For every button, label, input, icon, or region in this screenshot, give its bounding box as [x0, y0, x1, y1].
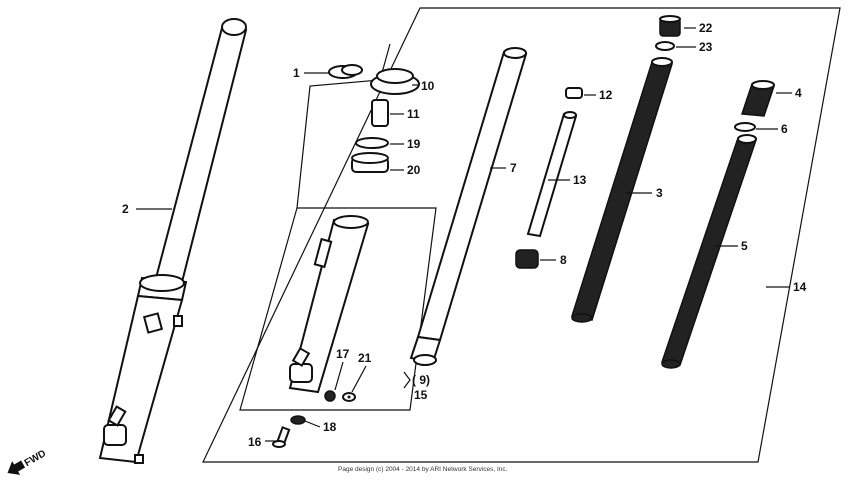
label-part-14: 14 [793, 280, 807, 294]
collar-part-4 [740, 80, 776, 117]
label-part-11: 11 [407, 107, 420, 121]
label-part-3: 3 [656, 186, 663, 200]
label-part-20: 20 [407, 163, 421, 177]
label-part-5: 5 [741, 239, 748, 253]
label-part-6: 6 [781, 122, 788, 136]
fwd-arrow-icon [7, 460, 26, 475]
label-part-9: ( 9) [412, 373, 430, 387]
label-part-17: 17 [336, 347, 350, 361]
piece-part-8 [515, 249, 539, 269]
label-part-2: 2 [122, 202, 129, 216]
label-part-16: 16 [248, 435, 262, 449]
bolt-part-17 [324, 390, 336, 402]
damper-rod-part-13 [526, 111, 578, 238]
cap-part-22 [659, 15, 681, 37]
label-part-8: 8 [560, 253, 567, 267]
footer-credit: Page design (c) 2004 - 2014 by ARI Netwo… [338, 466, 508, 473]
spring-part-3 [571, 57, 673, 323]
bushing-part-11 [371, 99, 389, 127]
leader-bracket-10 [296, 43, 391, 209]
bushing-part-20 [351, 152, 389, 173]
assembly-frame-14 [202, 7, 841, 463]
label-part-19: 19 [407, 137, 421, 151]
fork-leg-part-2 [98, 18, 248, 464]
seal-part-10 [370, 68, 420, 95]
label-part-22: 22 [699, 21, 713, 35]
label-part-4: 4 [795, 86, 802, 100]
assembly-frame-15 [239, 207, 437, 411]
label-part-7: 7 [510, 161, 517, 175]
leader-lines [136, 27, 792, 442]
label-part-23: 23 [699, 40, 713, 54]
label-part-18: 18 [323, 420, 337, 434]
fwd-indicator: FWD [7, 448, 48, 475]
ring-part-19 [355, 137, 389, 149]
label-part-15: 15 [414, 388, 428, 402]
bolt-part-16 [272, 426, 291, 448]
label-part-10: 10 [421, 79, 435, 93]
slider-part-15 [288, 215, 370, 394]
oring-part-23 [655, 41, 675, 51]
washer-part-21 [342, 392, 356, 402]
nut-part-12 [565, 87, 583, 99]
label-part-1: 1 [293, 66, 300, 80]
clip-part-1-inner [341, 64, 363, 76]
label-part-12: 12 [599, 88, 613, 102]
label-part-13: 13 [573, 173, 587, 187]
fork-tube-part-7 [409, 47, 528, 366]
fwd-label: FWD [23, 448, 48, 469]
label-part-21: 21 [358, 351, 372, 365]
spring-part-5 [661, 134, 758, 369]
gasket-part-18 [290, 415, 306, 425]
washer-part-6 [734, 122, 756, 132]
